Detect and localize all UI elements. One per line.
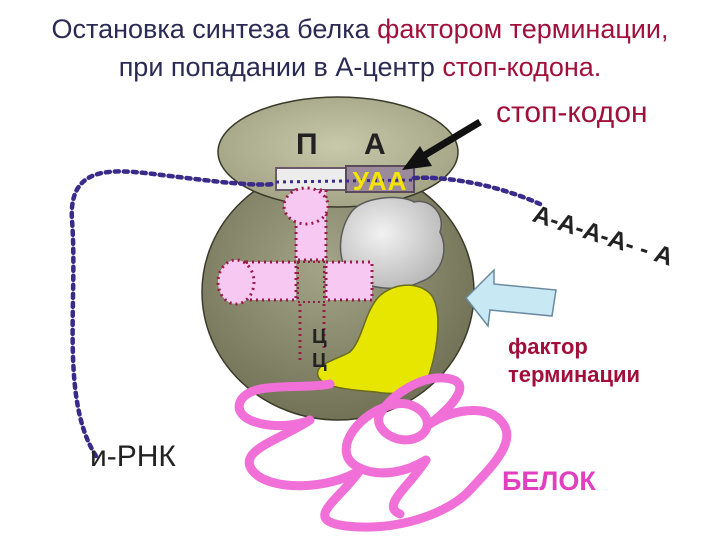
- release-factor-shape: [316, 284, 439, 395]
- mrna-strand-inner: [275, 178, 415, 184]
- factor-label-line-1: фактор: [508, 334, 588, 359]
- factor-arrow: [464, 268, 557, 328]
- title-line-1-highlight: фактором терминации,: [377, 14, 669, 44]
- anticodon-label-1: Ц: [312, 326, 327, 348]
- mrna-label: и-РНК: [90, 440, 176, 473]
- mrna-strand: [69, 169, 543, 459]
- title-line-2: при попадании в А-центр стоп-кодона.: [0, 52, 720, 83]
- stop-codon-arrow: [402, 118, 482, 170]
- title-line-2-highlight: стоп-кодона.: [442, 52, 602, 82]
- trna-cloverleaf: [216, 186, 374, 360]
- stop-codon-label: стоп-кодон: [496, 96, 648, 129]
- anticodon-label-2: Ц: [312, 350, 327, 372]
- p-site-label: П: [296, 128, 318, 161]
- title-line-1: Остановка синтеза белка фактором термина…: [0, 14, 720, 45]
- protein-chain: [234, 373, 512, 532]
- factor-label-line-2: терминации: [508, 362, 641, 387]
- protein-label: БЕЛОК: [502, 466, 596, 496]
- codon-label: УАА: [352, 166, 408, 196]
- p-site-box: [275, 167, 347, 191]
- title-line-1-text: Остановка синтеза белка: [51, 14, 378, 44]
- title-line-2-text: при попадании в А-центр: [118, 52, 443, 82]
- a-site-label: А: [364, 128, 386, 161]
